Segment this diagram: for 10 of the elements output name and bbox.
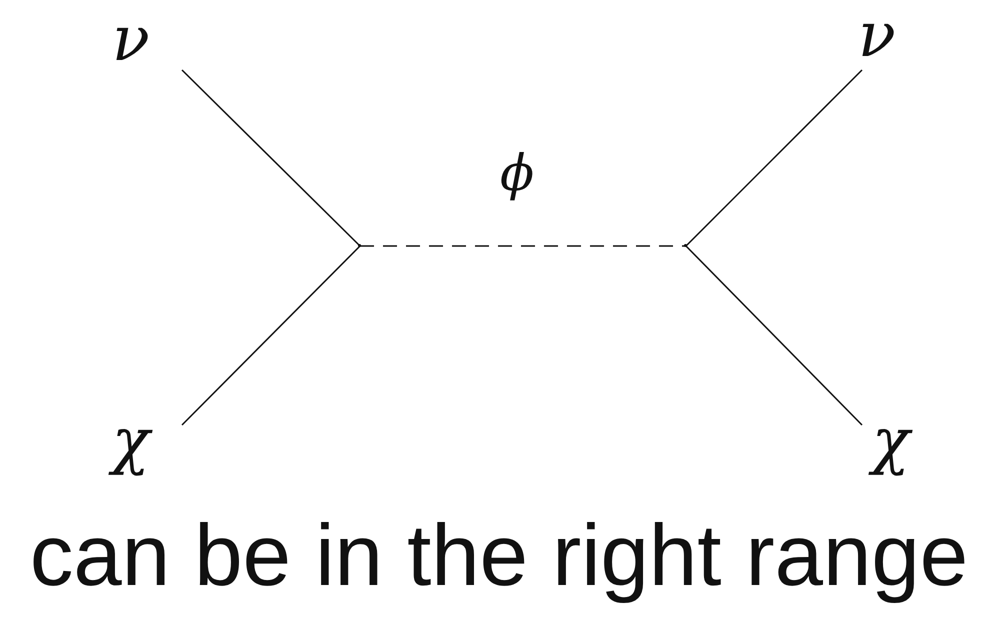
vertex-point — [358, 244, 361, 247]
propagator-line — [360, 245, 686, 247]
particle-line — [181, 245, 361, 426]
vertex-point — [684, 244, 687, 247]
particle-symbol: ν — [112, 8, 150, 70]
particle-line — [685, 69, 863, 247]
particle-line — [181, 69, 361, 247]
particle-symbol: ν — [858, 4, 896, 66]
particle-line — [685, 245, 863, 426]
edge-label: ϕ — [500, 148, 534, 198]
